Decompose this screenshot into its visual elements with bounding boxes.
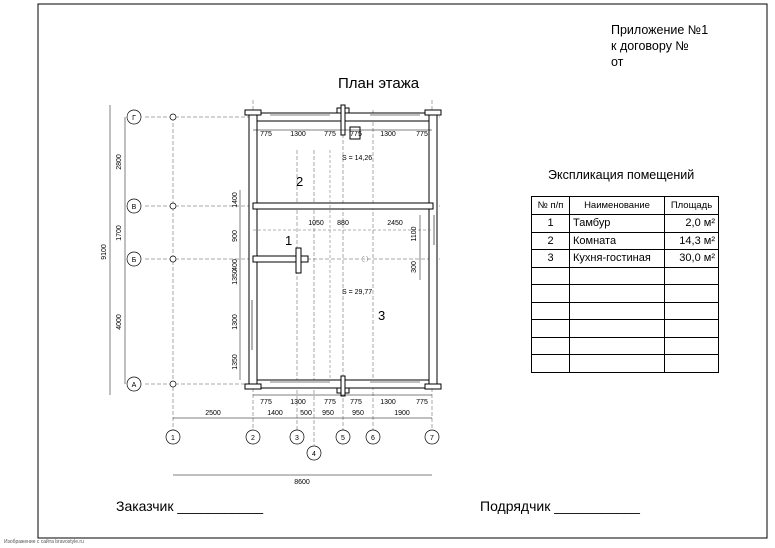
watermark: Изображение с сайта bravostyle.ru	[4, 539, 84, 545]
customer-signature: Заказчик ___________	[116, 498, 264, 514]
axis-label-col: 7	[430, 435, 434, 442]
column-header: Площадь	[664, 196, 719, 215]
dim-label: 775	[350, 131, 362, 138]
overall-width: 8600	[294, 479, 310, 486]
dim-label: 400	[232, 259, 239, 271]
col-axis-labels: 1 2 3 4 5 6 7	[171, 435, 434, 458]
dim-label: 1300	[232, 314, 239, 330]
dim-label: 1300	[380, 131, 396, 138]
dim-label: 1400	[267, 410, 283, 417]
room-name: Комната	[569, 231, 665, 250]
room-number: 3	[531, 249, 570, 268]
dim-label: 2450	[387, 220, 403, 227]
table-header-row: № п/п Наименование Площадь	[531, 196, 719, 215]
appendix-header: Приложение №1 к договору № от	[611, 22, 708, 70]
dim-label: 880	[337, 220, 349, 227]
dim-label: 1900	[394, 410, 410, 417]
dim-label: 950	[322, 410, 334, 417]
room-number: 2	[531, 231, 570, 250]
wall-dimensions: 1400 900 1350 400 1300 1350 1100 300	[232, 192, 418, 370]
dim-label: 2500	[205, 410, 221, 417]
plan-title: План этажа	[338, 75, 420, 92]
empty-row	[531, 354, 719, 373]
empty-row	[531, 266, 719, 285]
sheet-frame	[37, 3, 768, 539]
room-name: Тамбур	[569, 214, 665, 233]
bottom-dimensions-2: 2500 1400 500 950 950 1900	[205, 410, 410, 417]
axis-label-row: А	[132, 382, 137, 389]
empty-row	[531, 301, 719, 320]
room-number: 1	[531, 214, 570, 233]
room-area: 30,0 м²	[664, 249, 719, 268]
dim-label: 775	[260, 131, 272, 138]
area-label-room-3: S = 29,77	[342, 289, 372, 296]
dim-label: 4000	[116, 314, 123, 330]
table-row: 1 Тамбур 2,0 м²	[531, 214, 719, 233]
dim-label: 1300	[290, 399, 306, 406]
windows	[251, 114, 435, 383]
room-label: 1	[285, 233, 292, 248]
explication-title: Экспликация помещений	[548, 168, 695, 182]
dim-label: 2800	[116, 154, 123, 170]
axis-label-col: 4	[312, 451, 316, 458]
axis-label-col: 2	[251, 435, 255, 442]
axis-lines	[145, 100, 440, 445]
axis-label-col: 5	[341, 435, 345, 442]
dim-label: 775	[416, 399, 428, 406]
axis-label-col: 1	[171, 435, 175, 442]
inner-dimensions: 1050 880 2450	[308, 220, 403, 227]
dim-label: 1300	[290, 131, 306, 138]
dim-label: 1300	[380, 399, 396, 406]
appendix-line: от	[611, 55, 624, 69]
dimension-lines	[109, 105, 432, 476]
bottom-dimensions-1: 775 1300 775 775 1300 775	[260, 399, 428, 406]
axis-label-row: В	[132, 204, 137, 211]
room-area: 14,3 м²	[664, 231, 719, 250]
room-name: Кухня-гостиная	[569, 249, 665, 268]
room-area: 2,0 м²	[664, 214, 719, 233]
contractor-signature: Подрядчик ___________	[480, 498, 640, 514]
explication-table: № п/п Наименование Площадь 1 Тамбур 2,0 …	[531, 196, 719, 373]
axis-label-col: 6	[371, 435, 375, 442]
left-dimensions: 2800 1700 4000	[116, 154, 123, 330]
dim-label: 1100	[411, 226, 418, 241]
area-label-room-2: S = 14,26	[342, 155, 372, 162]
log-ends	[244, 104, 442, 397]
empty-row	[531, 319, 719, 338]
row-axis-labels: Г В Б А	[132, 115, 137, 389]
dim-label: 775	[260, 399, 272, 406]
col-axis-bubbles	[165, 429, 440, 461]
dim-label: 775	[350, 399, 362, 406]
dim-label: 1400	[232, 192, 239, 208]
overall-height: 9100	[101, 244, 108, 260]
dim-label: 1050	[308, 220, 324, 227]
column-header: Наименование	[569, 196, 665, 215]
axis-label-col: 3	[295, 435, 299, 442]
dim-label: 1350	[232, 354, 239, 370]
dim-label: 950	[352, 410, 364, 417]
room-label: 3	[378, 308, 385, 323]
room-label: 2	[296, 174, 303, 189]
dim-label: 300	[411, 261, 418, 273]
dim-label: 1350	[232, 269, 239, 285]
dim-label: 1700	[116, 225, 123, 241]
column-header: № п/п	[531, 196, 570, 215]
axis-label-row: Б	[132, 257, 137, 264]
row-axis-bubbles	[126, 109, 177, 392]
empty-row	[531, 336, 719, 355]
table-row: 3 Кухня-гостиная 30,0 м²	[531, 249, 719, 268]
dim-label: 775	[416, 131, 428, 138]
floor-plan-drawing	[109, 100, 442, 476]
appendix-line: к договору №	[611, 39, 689, 53]
top-dimensions: 775 1300 775 775 1300 775	[260, 131, 428, 138]
dim-label: 775	[324, 399, 336, 406]
dim-label: 500	[300, 410, 312, 417]
empty-row	[531, 284, 719, 303]
dim-label: 775	[324, 131, 336, 138]
dim-label: 900	[232, 230, 239, 242]
table-row: 2 Комната 14,3 м²	[531, 231, 719, 250]
appendix-line: Приложение №1	[611, 23, 709, 37]
axis-label-row: Г	[132, 115, 136, 122]
